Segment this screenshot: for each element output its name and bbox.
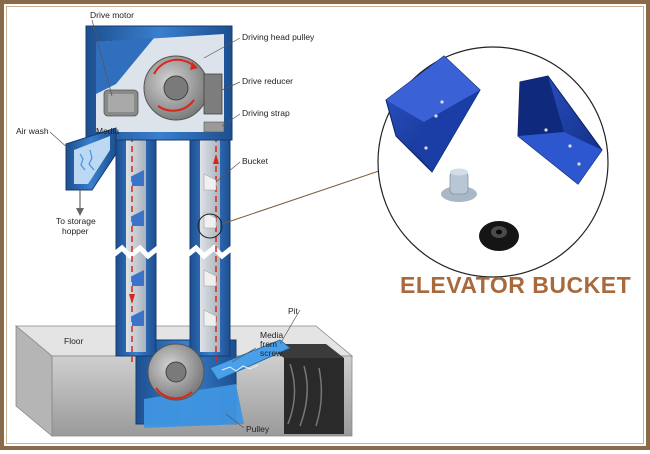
storage-arrow [76, 190, 84, 216]
floor-slab [14, 325, 354, 437]
rubber-stopper-icon [441, 168, 477, 202]
page-title: ELEVATOR BUCKET [400, 272, 632, 298]
elevator-diagram: Drive motor Driving head pulley Drive re… [14, 10, 609, 437]
driving-strap [203, 121, 225, 133]
label-media-from-3: screw [260, 348, 283, 358]
label-media: Media [96, 126, 119, 136]
label-to-storage: To storage [56, 216, 96, 226]
label-drive-reducer: Drive reducer [242, 76, 293, 86]
label-air-wash: Air wash [16, 126, 49, 136]
label-driving-head-pulley: Driving head pulley [242, 32, 315, 42]
air-wash-spout [65, 127, 117, 191]
label-pit: Pit [288, 306, 299, 316]
media-chute [209, 339, 291, 381]
break-marks [110, 244, 234, 260]
buckets [132, 170, 217, 327]
drive-reducer [203, 73, 223, 115]
label-media-from-1: Media [260, 330, 283, 340]
head-pulley-icon [143, 55, 209, 121]
leader-lines [49, 19, 301, 429]
washer-icon [479, 221, 519, 251]
label-media-from-2: from [260, 339, 277, 349]
label-hopper: hopper [62, 226, 89, 236]
label-bucket: Bucket [242, 156, 269, 166]
drive-motor-icon [103, 89, 139, 117]
tail-pulley-icon [147, 343, 205, 401]
bucket-photo-icon [377, 46, 609, 278]
label-pulley: Pulley [246, 424, 270, 434]
label-driving-strap: Driving strap [242, 108, 290, 118]
bucket-highlight [197, 213, 223, 239]
label-floor: Floor [64, 336, 84, 346]
magnify-connector [221, 169, 383, 225]
label-drive-motor: Drive motor [90, 10, 134, 20]
